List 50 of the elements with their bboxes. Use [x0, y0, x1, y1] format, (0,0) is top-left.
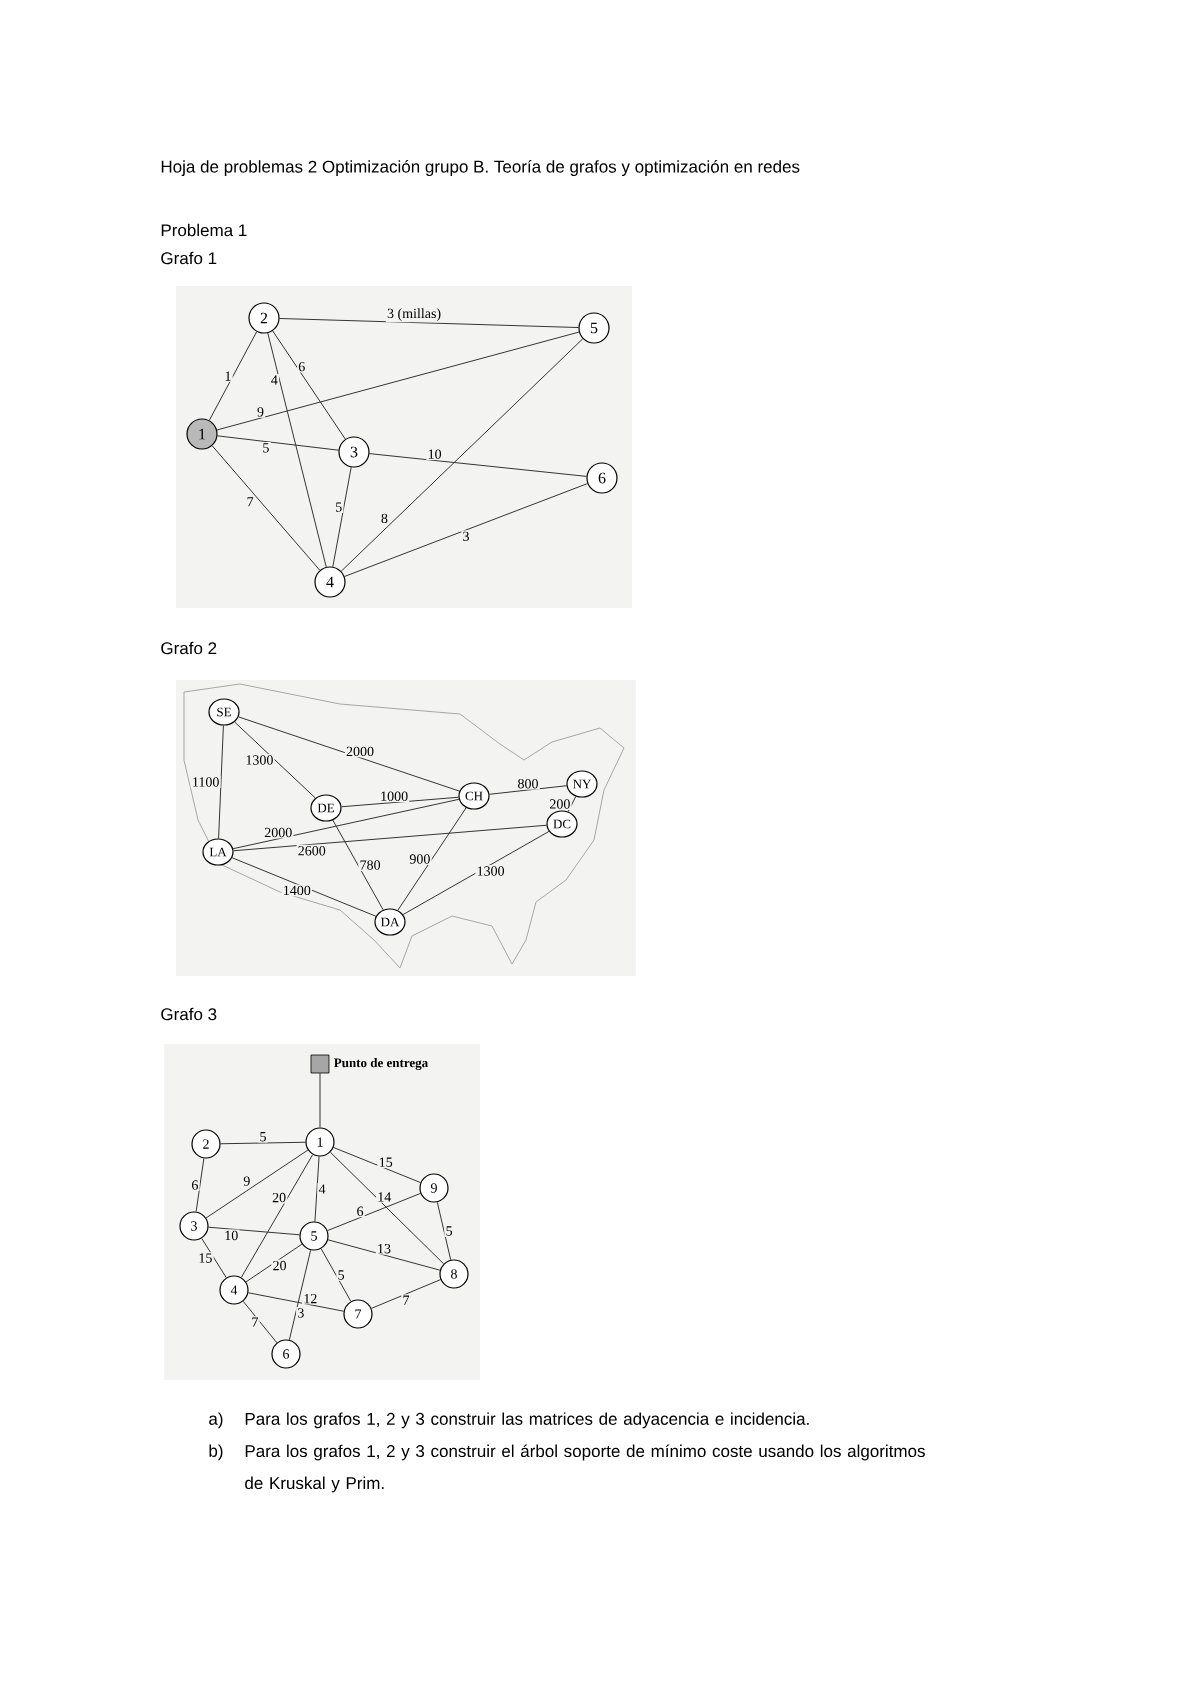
edge-line [340, 338, 584, 572]
edge-line [231, 857, 377, 917]
edge-line [208, 1226, 300, 1236]
edge-line [267, 332, 327, 568]
edge-line [220, 1141, 306, 1145]
edge-line [279, 318, 579, 329]
edge-line [332, 466, 352, 568]
edge-line [218, 725, 224, 839]
edge-line [488, 785, 567, 795]
edge-line [205, 1149, 309, 1219]
heading: Grafo 3 [161, 1007, 217, 1021]
edge-line [341, 796, 459, 808]
title: Hoja de problemas 2 Optimización grupo B. Teoría de grafos y optimización en redes [161, 160, 800, 176]
heading: Problema 1 [161, 223, 247, 237]
edge-line [216, 331, 580, 431]
edge-line [195, 1157, 205, 1213]
edge-line [208, 331, 258, 421]
edge-line [238, 716, 460, 792]
list-item: Para los grafos 1, 2 y 3 construir las matrices de adyacencia e incidencia. [245, 1412, 809, 1429]
heading: Grafo 2 [161, 641, 217, 655]
edge-line [240, 1154, 314, 1278]
list-item: Para los grafos 1, 2 y 3 construir el árbol soporte de mínimo coste usando los algoritmos de Kruskal y Prim. [245, 1444, 925, 1493]
edge-line [329, 1151, 445, 1265]
edge-line [217, 435, 339, 451]
edge-line [247, 1292, 345, 1312]
edge-line [369, 453, 587, 477]
edge-line [370, 1279, 441, 1309]
edge-line [344, 483, 588, 577]
edge-line [333, 1146, 421, 1184]
edge-line [272, 330, 346, 440]
edge-line [320, 1248, 352, 1302]
list-marker: a) [209, 1412, 223, 1429]
list-marker: b) [209, 1444, 223, 1461]
edge-line [201, 1237, 227, 1279]
edge-line [233, 824, 547, 852]
edge-line [211, 445, 321, 571]
edge-line [327, 1192, 421, 1232]
heading: Grafo 1 [161, 251, 217, 265]
edge-line [397, 807, 467, 911]
edge-line [234, 721, 316, 799]
edge-line [327, 1239, 441, 1271]
edge-line [232, 798, 460, 850]
edge-line [436, 1201, 452, 1261]
edge-line [402, 830, 550, 916]
edge-line [314, 1156, 320, 1222]
edge-line [288, 1249, 312, 1341]
edge-line [242, 1300, 278, 1344]
edge-line [332, 819, 384, 911]
edge-line [245, 1243, 303, 1283]
edge-line [319, 1072, 321, 1128]
